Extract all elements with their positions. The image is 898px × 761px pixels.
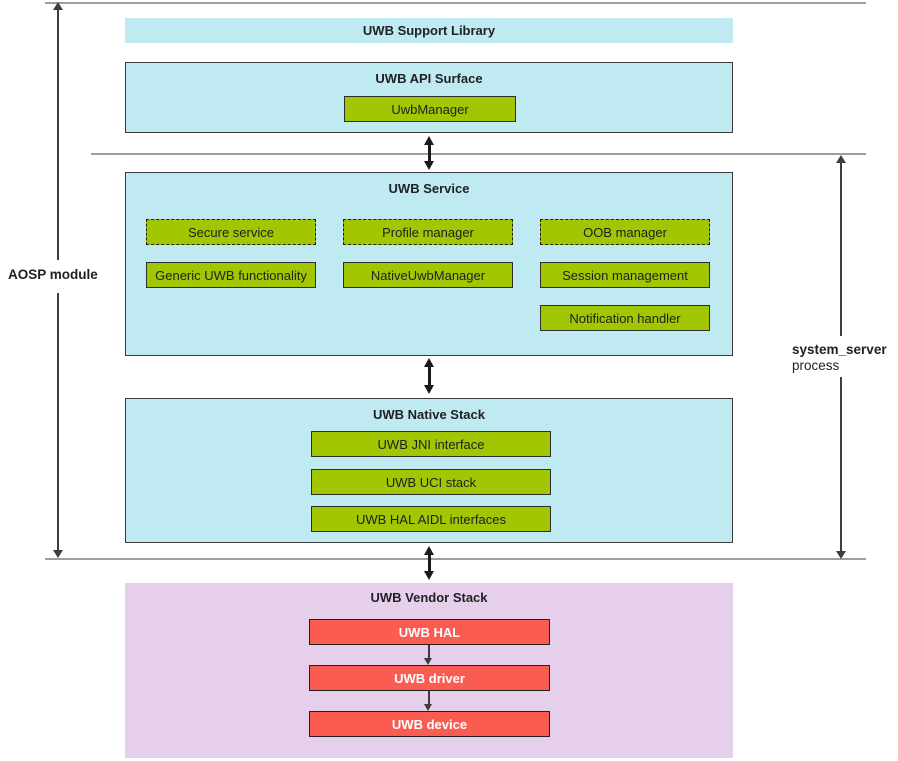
nativeuwbmanager-box: NativeUwbManager [343, 262, 513, 288]
generic-uwb-functionality-box: Generic UWB functionality [146, 262, 316, 288]
oob-manager-box: OOB manager [540, 219, 710, 245]
driver-device-down-arrow-icon [424, 691, 433, 711]
up-arrowhead-icon [423, 358, 434, 367]
uwb-vendor-stack-box: UWB Vendor Stack UWB HAL UWB driver UWB … [125, 583, 733, 758]
arrow-shaft [57, 9, 59, 260]
aosp-module-label: AOSP module [8, 267, 98, 282]
uwb-vendor-stack-title: UWB Vendor Stack [370, 590, 488, 605]
arrow-shaft [427, 553, 431, 573]
uwbmanager-label: UwbManager [391, 101, 469, 117]
uwb-api-surface-title: UWB API Surface [375, 71, 483, 86]
arrow-shaft [840, 377, 842, 551]
session-management-label: Session management [562, 267, 688, 283]
down-arrowhead-icon [423, 571, 434, 580]
generic-uwb-functionality-label: Generic UWB functionality [155, 267, 307, 283]
uwb-hal-aidl-interfaces-box: UWB HAL AIDL interfaces [311, 506, 551, 532]
uwb-support-library-band: UWB Support Library [125, 18, 733, 43]
arrow-shaft [427, 365, 431, 387]
secure-service-label: Secure service [188, 224, 274, 240]
bottom-boundary-line [45, 558, 866, 560]
notification-handler-label: Notification handler [569, 310, 681, 326]
uwb-service-box: UWB Service Secure service Profile manag… [125, 172, 733, 356]
uwb-native-stack-box: UWB Native Stack UWB JNI interface UWB U… [125, 398, 733, 543]
uwb-api-surface-box: UWB API Surface UwbManager [125, 62, 733, 133]
down-arrowhead-icon [423, 385, 434, 394]
system-server-process-label: system_server process [792, 342, 887, 374]
uwb-device-box: UWB device [309, 711, 550, 737]
system-server-extent-arrow [836, 155, 846, 559]
profile-manager-label: Profile manager [382, 224, 474, 240]
up-arrowhead-icon [836, 155, 846, 163]
uwb-native-stack-title: UWB Native Stack [373, 407, 485, 422]
uwb-hal-label: UWB HAL [398, 624, 461, 640]
uwb-jni-interface-label: UWB JNI interface [377, 436, 485, 452]
aosp-module-extent-arrow [53, 2, 63, 558]
hal-driver-down-arrow-icon [424, 645, 433, 665]
down-arrowhead-icon [836, 551, 846, 559]
uwb-support-library-title: UWB Support Library [362, 23, 496, 38]
api-service-bidirectional-arrow-icon [423, 136, 435, 170]
uwb-uci-stack-box: UWB UCI stack [311, 469, 551, 495]
down-arrowhead-icon [53, 550, 63, 558]
uwbmanager-box: UwbManager [344, 96, 516, 122]
notification-handler-box: Notification handler [540, 305, 710, 331]
top-boundary-line [45, 2, 866, 4]
uwb-hal-aidl-interfaces-label: UWB HAL AIDL interfaces [355, 511, 507, 527]
up-arrowhead-icon [53, 2, 63, 10]
down-arrowhead-icon [424, 704, 432, 711]
uwb-driver-label: UWB driver [394, 670, 465, 686]
down-arrowhead-icon [424, 658, 432, 665]
nativeuwbmanager-label: NativeUwbManager [370, 267, 486, 283]
arrow-shaft [427, 143, 431, 163]
arrow-shaft [427, 691, 430, 705]
uwb-driver-box: UWB driver [309, 665, 550, 691]
arrow-shaft [840, 163, 842, 336]
uwb-hal-box: UWB HAL [309, 619, 550, 645]
profile-manager-box: Profile manager [343, 219, 513, 245]
uwb-jni-interface-box: UWB JNI interface [311, 431, 551, 457]
up-arrowhead-icon [423, 136, 434, 145]
system-server-boundary-line [91, 153, 866, 155]
down-arrowhead-icon [423, 161, 434, 170]
secure-service-box: Secure service [146, 219, 316, 245]
system-server-label: system_server [792, 342, 887, 357]
uwb-device-label: UWB device [391, 716, 468, 732]
up-arrowhead-icon [423, 546, 434, 555]
session-management-box: Session management [540, 262, 710, 288]
process-label: process [792, 358, 840, 373]
native-vendor-bidirectional-arrow-icon [423, 546, 435, 580]
arrow-shaft [57, 293, 59, 552]
arrow-shaft [427, 645, 430, 659]
uwb-uci-stack-label: UWB UCI stack [385, 474, 477, 490]
service-native-bidirectional-arrow-icon [423, 358, 435, 394]
oob-manager-label: OOB manager [583, 224, 667, 240]
uwb-service-title: UWB Service [388, 181, 470, 196]
